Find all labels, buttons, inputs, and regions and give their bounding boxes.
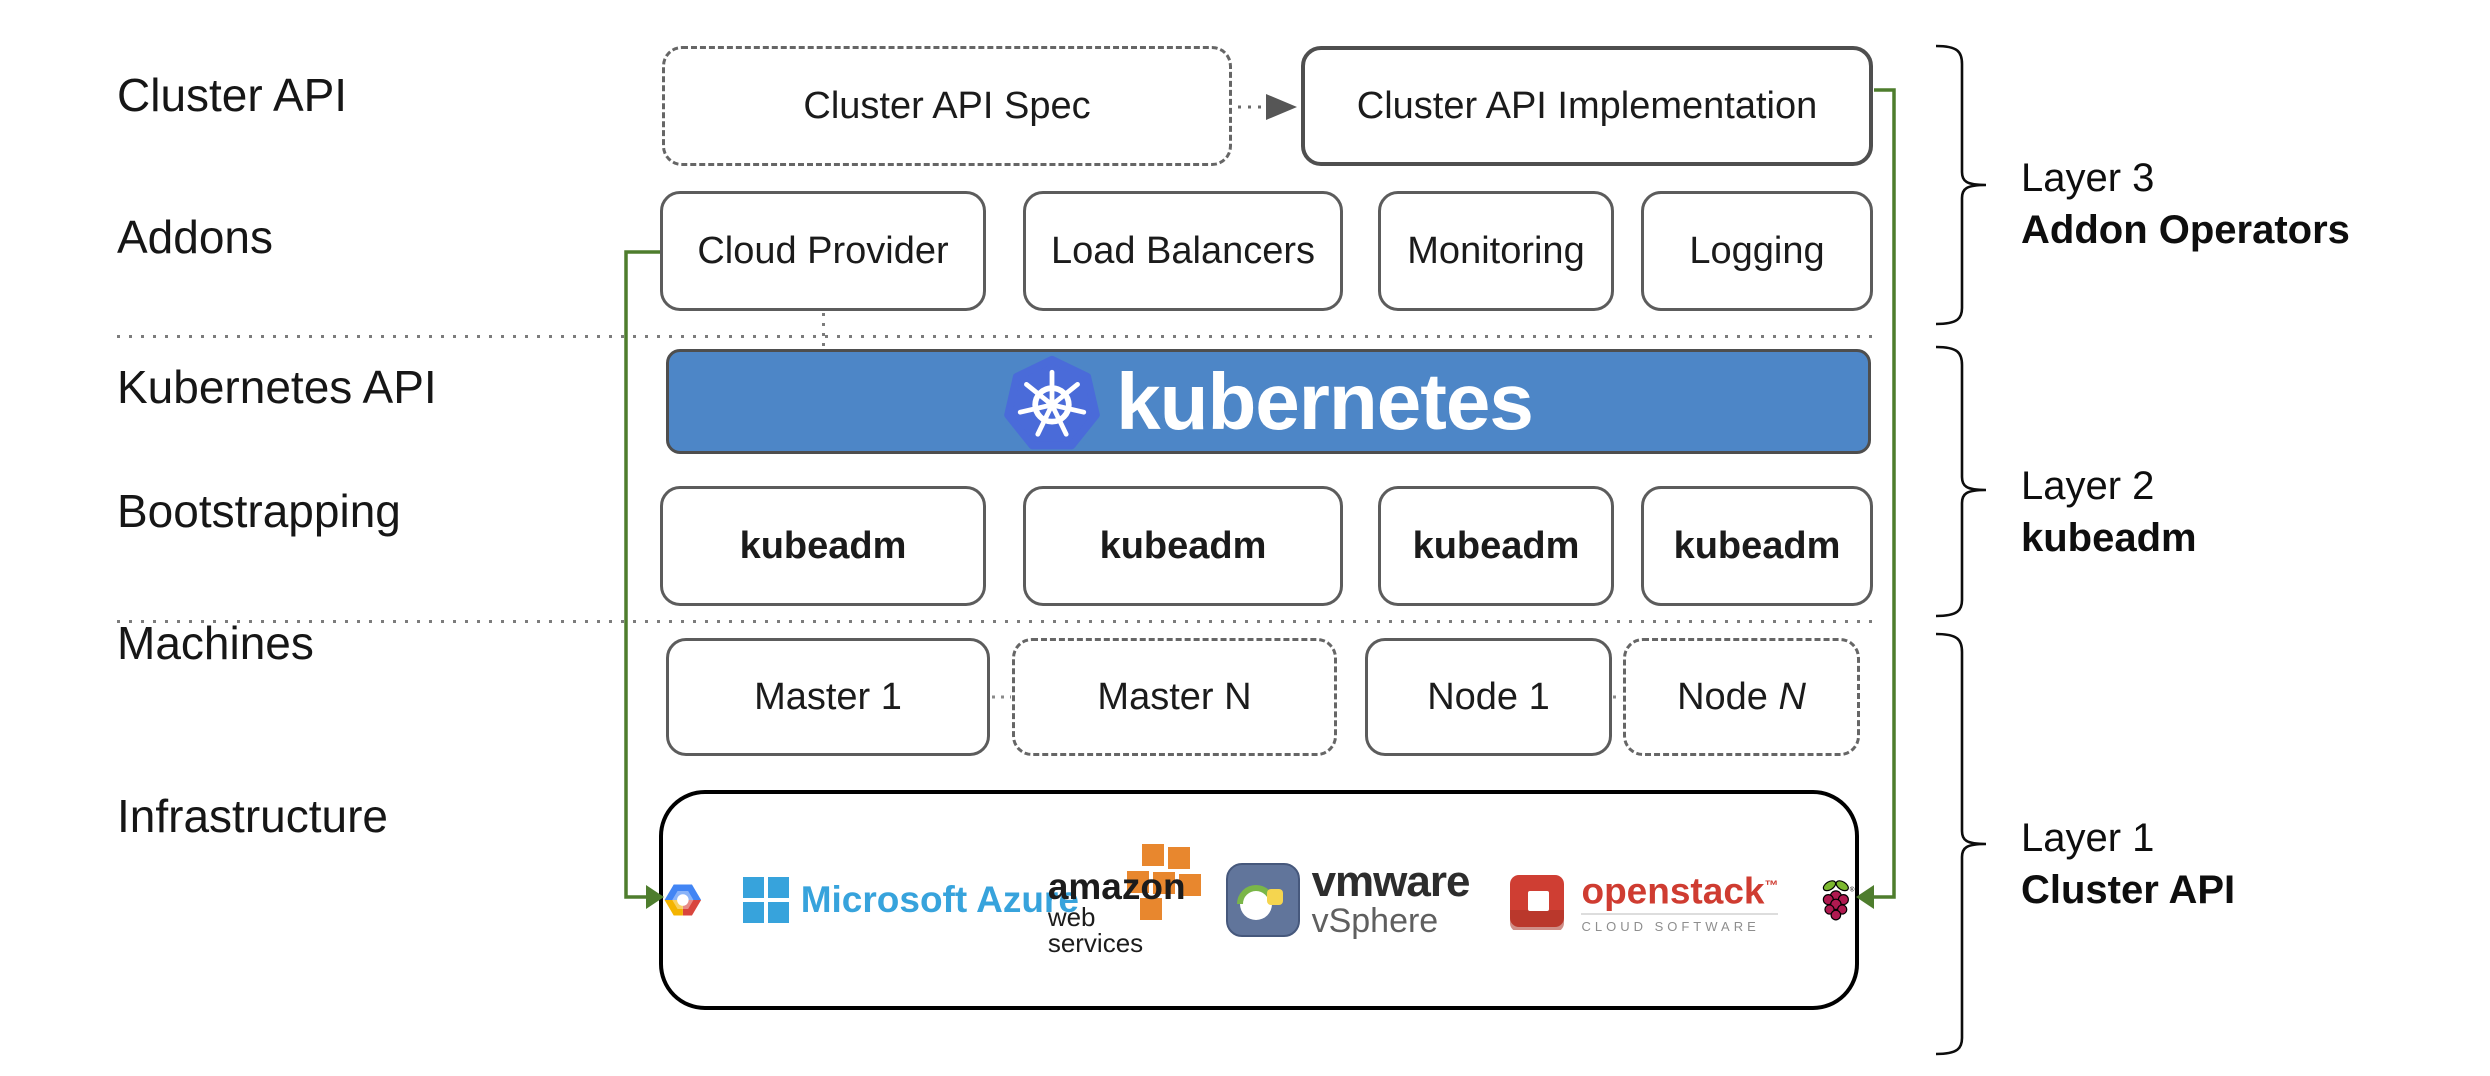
infrastructure-box: Microsoft Azure amazon web services (659, 790, 1859, 1010)
cluster-api-implementation-box: Cluster API Implementation (1301, 46, 1873, 166)
node-n-italic: N (1778, 675, 1806, 718)
cluster-api-implementation-label: Cluster API Implementation (1356, 84, 1818, 127)
layer-1-title: Layer 1 (2021, 816, 2155, 860)
vmware-wordmark-line2: vSphere (1311, 902, 1439, 940)
load-balancers-label: Load Balancers (1050, 229, 1316, 272)
layer-2-subtitle: kubeadm (2021, 516, 2197, 560)
aws-cubes-icon (1126, 844, 1201, 920)
cloud-provider-label: Cloud Provider (697, 229, 949, 272)
node-1-label: Node 1 (1427, 675, 1550, 718)
kubernetes-logo-icon (1004, 355, 1100, 449)
layer-2-title: Layer 2 (2021, 464, 2155, 508)
monitoring-label: Monitoring (1407, 229, 1585, 272)
kubeadm-box-3: kubeadm (1378, 486, 1614, 606)
openstack-wordmark-line1: openstack™ (1581, 866, 1778, 910)
layer-3-title: Layer 3 (2021, 156, 2155, 200)
openstack-wordmark: openstack™ CLOUD SOFTWARE (1581, 866, 1779, 934)
layer-2-label: Layer 2 kubeadm (2021, 460, 2197, 564)
google-cloud-logo (664, 884, 702, 916)
aws-logo: amazon web services (1048, 844, 1201, 956)
kubernetes-wordmark: kubernetes (1116, 356, 1534, 446)
cluster-api-spec-box: Cluster API Spec (662, 46, 1232, 166)
layer-3-subtitle: Addon Operators (2021, 208, 2350, 252)
raspberry-pi-logo: ® (1823, 880, 1855, 921)
openstack-text: openstack (1581, 870, 1765, 912)
row-label-machines: Machines (117, 617, 314, 669)
brace-layer-3 (1935, 44, 1987, 326)
cloud-provider-kubernetes-connector (822, 313, 825, 349)
master-1-label: Master 1 (754, 675, 902, 718)
machine-box-master-1: Master 1 (666, 638, 990, 756)
kubernetes-banner: kubernetes (666, 349, 1871, 454)
addon-box-logging: Logging (1641, 191, 1873, 311)
machine-box-master-n: Master N (1012, 638, 1337, 756)
row-label-cluster-api: Cluster API (117, 69, 348, 121)
vmware-wordmark-line1: vmware (1311, 857, 1471, 906)
addon-box-monitoring: Monitoring (1378, 191, 1614, 311)
machine-box-node-1: Node 1 (1365, 638, 1612, 756)
azure-wordmark: Microsoft Azure (800, 879, 1079, 920)
row-label-kubernetes-api: Kubernetes API (117, 361, 437, 413)
openstack-icon (1510, 874, 1565, 930)
row-label-infrastructure: Infrastructure (117, 790, 388, 842)
kubeadm-label-3: kubeadm (1412, 524, 1580, 567)
openstack-logo: openstack™ CLOUD SOFTWARE (1509, 866, 1779, 934)
kubeadm-label-1: kubeadm (739, 524, 907, 567)
layer-1-label: Layer 1 Cluster API (2021, 812, 2235, 916)
aws-wordmark-line1: amazon (1047, 866, 1186, 907)
openstack-tm: ™ (1764, 877, 1779, 894)
vmware-wordmark: vmware vSphere (1311, 857, 1471, 940)
addon-box-load-balancers: Load Balancers (1023, 191, 1343, 311)
kubeadm-label-2: kubeadm (1099, 524, 1267, 567)
master-n-label: Master N (1097, 675, 1252, 718)
kubeadm-label-4: kubeadm (1673, 524, 1841, 567)
brace-layer-1 (1935, 632, 1987, 1056)
cluster-api-spec-label: Cluster API Spec (803, 84, 1091, 127)
brace-layer-2 (1935, 345, 1987, 618)
logging-label: Logging (1689, 229, 1825, 272)
separator-dotted-top (117, 335, 1878, 338)
kubeadm-box-4: kubeadm (1641, 486, 1873, 606)
kubeadm-box-1: kubeadm (660, 486, 986, 606)
microsoft-azure-logo: Microsoft Azure (742, 877, 1079, 923)
vmware-logo: vmware vSphere (1225, 857, 1471, 940)
aws-wordmark-line2: web services (1047, 902, 1144, 958)
green-connector-left (624, 250, 664, 909)
rpi-registered-mark: ® (1850, 885, 1855, 893)
spec-impl-arrow (1238, 94, 1297, 120)
node-n-prefix: Node (1677, 675, 1779, 718)
layer-3-label: Layer 3 Addon Operators (2021, 152, 2350, 256)
azure-window-icon (742, 877, 789, 923)
layer-1-subtitle: Cluster API (2021, 868, 2236, 912)
aws-wordmark: amazon web services (1047, 866, 1186, 958)
machine-box-node-n: Node N (1623, 638, 1860, 756)
vmware-vsphere-icon (1225, 863, 1300, 937)
openstack-wordmark-line2: CLOUD SOFTWARE (1581, 912, 1779, 934)
separator-dotted-bottom (117, 620, 1878, 623)
node-n-label: Node N (1677, 676, 1806, 719)
row-label-bootstrapping: Bootstrapping (117, 485, 401, 537)
row-label-addons: Addons (117, 211, 274, 263)
addon-box-cloud-provider: Cloud Provider (660, 191, 986, 311)
kubeadm-box-2: kubeadm (1023, 486, 1343, 606)
